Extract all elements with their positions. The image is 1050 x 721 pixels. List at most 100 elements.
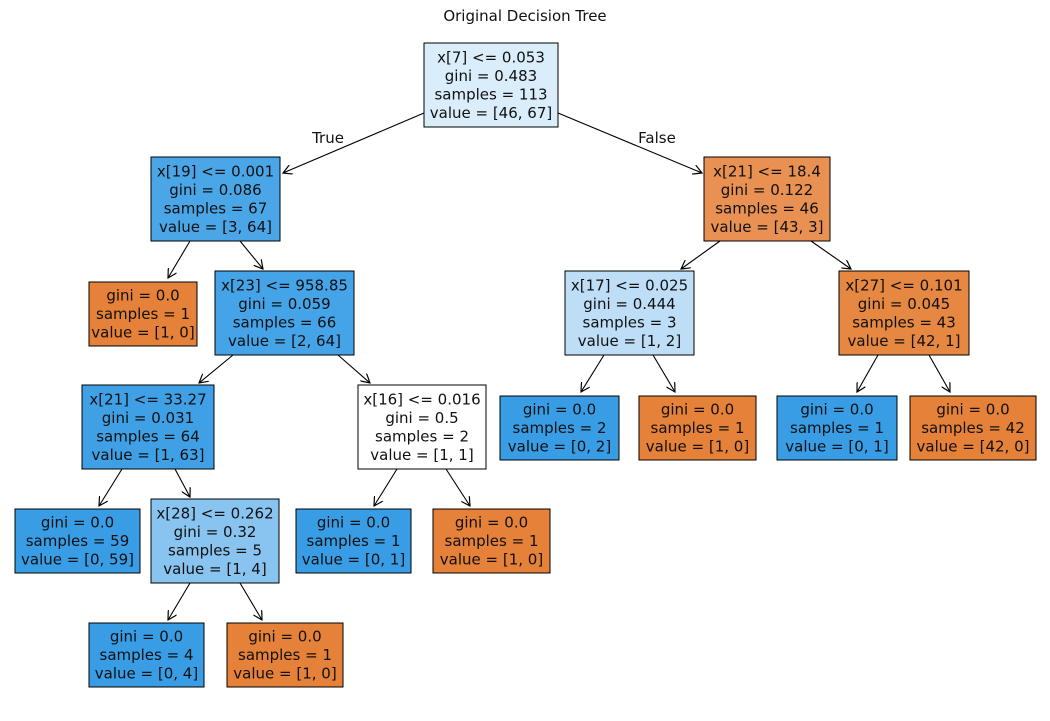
node-text-line: gini = 0.0 [248, 628, 321, 646]
node-box [423, 42, 559, 128]
node-text-line: value = [46, 67] [430, 104, 553, 122]
node-box [88, 281, 198, 347]
node-text-line: x[23] <= 958.85 [221, 276, 348, 294]
node-text-line: samples = 42 [921, 419, 1025, 437]
node-text-line: gini = 0.0 [800, 401, 873, 419]
edge-n8-n15 [374, 468, 398, 506]
node-text-line: samples = 3 [583, 313, 677, 331]
node-text-line: samples = 46 [715, 199, 819, 217]
node-box [150, 156, 281, 242]
node-text-line: samples = 1 [790, 419, 884, 437]
node-text-line: value = [3, 64] [159, 218, 272, 236]
node-text-line: value = [1, 2] [578, 332, 681, 350]
node-box [150, 498, 280, 584]
node-text-line: gini = 0.483 [445, 67, 537, 85]
node-text-line: samples = 59 [26, 532, 130, 550]
node-text-line: value = [42, 1] [848, 332, 961, 350]
node-text-line: value = [0, 1] [302, 551, 405, 569]
edge-n2-n5 [681, 240, 721, 269]
edge-n5-n9 [581, 354, 605, 392]
node-text-line: gini = 0.0 [41, 514, 114, 532]
edge-n0-n2 [557, 112, 702, 173]
node-text-line: samples = 1 [96, 305, 190, 323]
node-box [214, 270, 355, 356]
node-text-line: value = [42, 0] [917, 438, 1030, 456]
node-text-line: x[19] <= 0.001 [157, 162, 274, 180]
node-text-line: samples = 43 [852, 313, 956, 331]
node-text-line: gini = 0.0 [455, 514, 528, 532]
node-text-line: value = [43, 3] [711, 218, 824, 236]
node-box [703, 156, 831, 242]
node-text-line: gini = 0.059 [238, 295, 330, 313]
node-box [838, 270, 970, 356]
node-text-line: value = [0, 59] [21, 551, 134, 569]
edge-n14-n18 [239, 582, 262, 620]
edge-n6-n12 [928, 354, 950, 392]
node-box [295, 508, 412, 574]
node-box [432, 508, 551, 574]
node-text-line: gini = 0.0 [110, 628, 183, 646]
node-text-line: gini = 0.0 [106, 287, 179, 305]
node-text-line: x[21] <= 18.4 [713, 162, 821, 180]
node-text-line: samples = 5 [168, 541, 262, 559]
node-text-line: value = [1, 0] [233, 665, 336, 683]
node-box [909, 395, 1037, 461]
node-text-line: samples = 1 [651, 419, 745, 437]
node-box [499, 395, 620, 461]
node-text-line: samples = 66 [233, 313, 337, 331]
node-box [81, 384, 215, 470]
node-text-line: gini = 0.444 [583, 295, 675, 313]
edge-n1-n3 [168, 240, 191, 278]
node-text-line: gini = 0.0 [661, 401, 734, 419]
node-text-line: value = [1, 4] [163, 560, 266, 578]
diagram-title: Original Decision Tree [443, 7, 606, 25]
node-box [564, 270, 695, 356]
node-text-line: gini = 0.5 [385, 409, 458, 427]
node-text-line: gini = 0.045 [858, 295, 950, 313]
node-text-line: x[16] <= 0.016 [363, 390, 480, 408]
edge-label-true: True [311, 129, 344, 147]
node-box [14, 508, 141, 574]
node-text-line: samples = 1 [445, 532, 539, 550]
node-text-line: gini = 0.086 [169, 181, 261, 199]
edge-n0-n1 [283, 112, 425, 173]
node-text-line: samples = 2 [513, 419, 607, 437]
node-text-line: x[27] <= 0.101 [845, 276, 962, 294]
node-text-line: x[7] <= 0.053 [437, 48, 545, 66]
node-box [226, 622, 344, 688]
node-text-line: gini = 0.32 [174, 523, 257, 541]
node-text-line: gini = 0.122 [721, 181, 813, 199]
edge-n14-n17 [168, 582, 191, 620]
node-text-line: value = [0, 2] [508, 438, 611, 456]
node-text-line: x[21] <= 33.27 [89, 390, 206, 408]
node-box [638, 395, 757, 461]
node-text-line: samples = 2 [375, 427, 469, 445]
edge-n4-n7 [199, 354, 234, 383]
edge-n5-n10 [652, 354, 675, 392]
edge-n7-n13 [99, 468, 123, 506]
node-text-line: samples = 1 [238, 646, 332, 664]
node-text-line: samples = 64 [96, 427, 200, 445]
node-text-line: samples = 4 [100, 646, 194, 664]
edge-n2-n6 [810, 240, 851, 269]
node-box [88, 622, 205, 688]
edge-n6-n11 [857, 354, 879, 392]
edge-n1-n4 [239, 240, 263, 269]
